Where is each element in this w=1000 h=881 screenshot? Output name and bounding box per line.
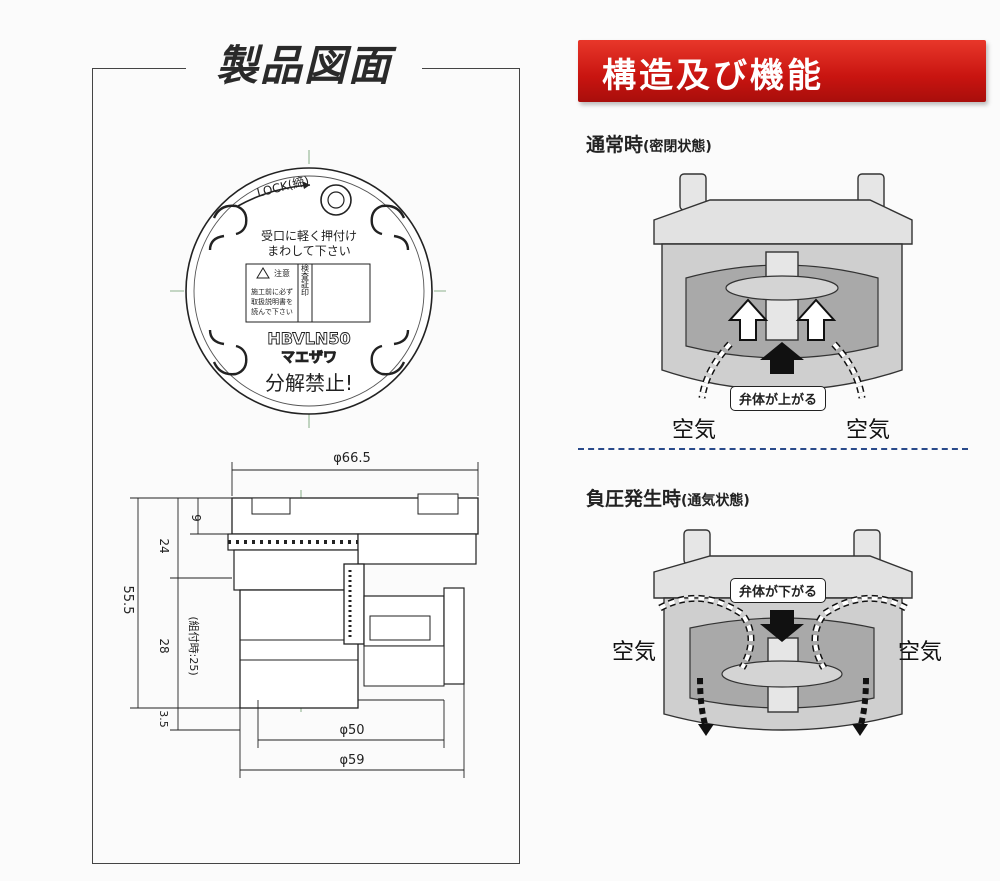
side-view-valve-body: [369, 615, 431, 641]
normal-air-right: 空気: [846, 418, 891, 443]
side-view-top-tab-left: [251, 497, 291, 515]
dimension-lines: [130, 462, 479, 778]
normal-heading-text: 通常時: [586, 134, 644, 156]
negative-airflow-down-right: [857, 677, 869, 729]
side-view-cross-section-top: [357, 533, 477, 565]
drawing-title: 製品図面: [186, 36, 422, 96]
negative-heading: 負圧発生時(通気状態): [586, 484, 750, 511]
side-view-base-section: [363, 645, 445, 687]
side-view-lower-body: [239, 589, 359, 709]
normal-valve-disc: [725, 275, 839, 301]
normal-callout: 弁体が上がる: [730, 386, 827, 411]
caution-line-1: 施工前に必ず: [251, 287, 293, 296]
negative-valve-disc: [721, 660, 843, 688]
side-view-section-wall: [343, 563, 365, 645]
hook-slot-bottom-left: [212, 344, 248, 376]
normal-heading-note: (密閉状態): [643, 139, 712, 155]
section-divider: [578, 448, 968, 450]
hook-slot-top-right: [370, 204, 406, 236]
dim-label-24: 24: [157, 538, 171, 553]
inspection-stamp: 検査証印: [301, 263, 310, 297]
normal-airflow-right-inner: [832, 342, 864, 399]
dim-label-66-5: φ66.5: [333, 451, 371, 466]
negative-air-right: 空気: [898, 640, 943, 665]
normal-heading: 通常時(密閉状態): [586, 130, 712, 157]
negative-arrowhead-right-icon: [852, 724, 868, 736]
lock-arrow-head-icon: [302, 181, 310, 189]
side-view-upper-body: [233, 549, 359, 591]
dim-label-installed: (組付時:25): [187, 616, 200, 675]
caution-title: 注意: [274, 268, 290, 278]
side-view-top-tab-right: [417, 493, 459, 515]
dim-label-59: φ59: [339, 753, 364, 768]
normal-air-left: 空気: [672, 418, 717, 443]
hook-slot-bottom-left-tail: [208, 329, 225, 346]
instruction-line-1: 受口に軽く押付け: [261, 229, 357, 243]
normal-lift-arrow-icon: [760, 342, 804, 374]
normal-air-arrow-left-icon: [727, 298, 769, 341]
hook-slot-top-left: [212, 204, 248, 236]
caution-line-3: 読んで下さい: [251, 307, 293, 316]
function-title: 構造及び機能: [602, 56, 824, 96]
negative-airflow-left-inner: [659, 596, 753, 670]
function-banner: 構造及び機能: [578, 40, 986, 102]
dim-label-50: φ50: [339, 723, 364, 738]
negative-callout: 弁体が下がる: [730, 578, 827, 603]
negative-airflow-right-inner: [813, 596, 907, 670]
negative-arrowhead-left-icon: [698, 724, 714, 736]
lock-arrow-icon: [237, 184, 311, 207]
dim-label-55-5: 55.5: [120, 586, 135, 615]
hook-slot-top-right-tail: [393, 234, 410, 251]
side-view: [227, 490, 479, 712]
negative-heading-text: 負圧発生時: [586, 488, 682, 510]
negative-air-left: 空気: [612, 640, 657, 665]
caution-line-2: 取扱説明書を: [251, 297, 293, 306]
warning-triangle-icon: [256, 267, 270, 279]
hook-slot-top-left-tail: [208, 234, 225, 251]
brand-name: マエザワ: [281, 350, 337, 366]
negative-top-plate: [653, 555, 913, 599]
disassembly-warning: 分解禁止!: [265, 371, 353, 395]
dim-label-28: 28: [157, 638, 171, 653]
normal-air-arrow-right-icon: [795, 298, 837, 341]
vent-hole-inner: [327, 191, 345, 209]
hook-slot-bottom-right: [370, 344, 406, 376]
negative-heading-note: (通気状態): [681, 493, 750, 509]
top-view-inner-circle: [193, 175, 425, 407]
model-number: HBVLN50: [267, 329, 350, 348]
side-view-outer-wall: [443, 587, 465, 685]
negative-airflow-down-left: [697, 677, 709, 729]
negative-drop-arrow-icon: [760, 610, 804, 642]
top-view: LOCK(締) 受口に軽く押付け まわして下さい 注意 施工前に必ず 取扱説明書…: [185, 167, 433, 415]
instruction-line-2: まわして下さい: [267, 244, 351, 258]
hook-slot-bottom-right-tail: [393, 329, 410, 346]
negative-state-illustration: [653, 529, 913, 736]
normal-state-illustration: [653, 173, 913, 399]
dim-label-3-5: 3.5: [157, 710, 170, 728]
dim-label-9: 9: [189, 514, 203, 522]
normal-airflow-left-inner: [700, 342, 732, 399]
vent-hole-outer: [320, 184, 352, 216]
normal-top-plate: [653, 199, 913, 245]
